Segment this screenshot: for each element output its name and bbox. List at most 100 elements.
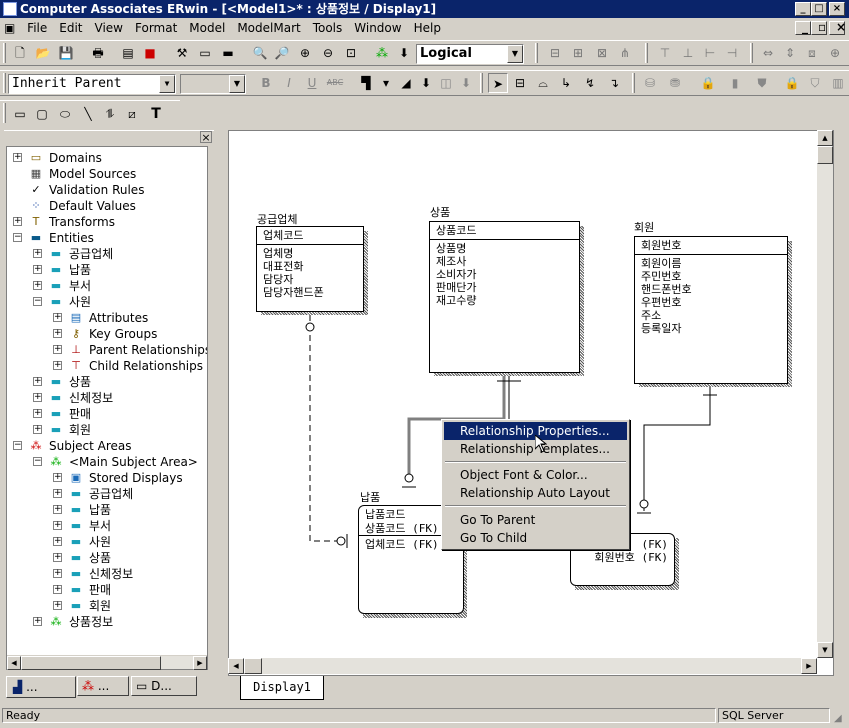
space-vert-icon[interactable]: ⇕ [784, 46, 796, 60]
font-size-select[interactable]: ▼ [180, 74, 246, 94]
scroll-right-icon[interactable]: ▶ [193, 656, 207, 670]
maximize-button[interactable]: □ [811, 2, 827, 16]
tab-model[interactable]: ▟ ... [6, 676, 76, 698]
expand-icon[interactable]: + [33, 424, 42, 434]
expand-icon[interactable]: + [33, 264, 42, 274]
tree-item[interactable]: +▬상품 [7, 374, 207, 390]
tab-subject-areas[interactable]: ⁂ ... [77, 676, 129, 696]
tree-icon[interactable]: ⊞ [572, 46, 584, 60]
align-bottom-icon[interactable]: ⊥ [682, 46, 694, 60]
menu-model[interactable]: Model [189, 21, 226, 35]
tree-item[interactable]: +⊥Parent Relationships [7, 342, 207, 358]
underline-icon[interactable]: U [307, 76, 317, 90]
rectangle-icon[interactable]: ▭ [14, 107, 26, 121]
close-button[interactable]: × [829, 2, 845, 16]
many-to-many-icon[interactable]: ↯ [584, 76, 596, 90]
view-mode-select[interactable]: Logical ▼ [416, 44, 524, 64]
menu-item-object-font-color[interactable]: Object Font & Color... [444, 466, 627, 484]
expand-icon[interactable]: + [53, 536, 62, 546]
canvas-vscrollbar[interactable]: ▲ ▼ [817, 130, 833, 658]
lock-icon[interactable]: 🔒 [784, 76, 800, 90]
identifying-rel-icon[interactable]: ↳ [560, 76, 572, 90]
tree-item[interactable]: +▬납품 [7, 262, 207, 278]
expand-icon[interactable]: + [53, 488, 62, 498]
tree-item[interactable]: +▬판매 [7, 406, 207, 422]
tree-item[interactable]: +▬신체정보 [7, 566, 207, 582]
open-icon[interactable]: 📂 [35, 46, 51, 60]
fill-color-icon[interactable]: ▾ [382, 76, 390, 90]
category-tool-icon[interactable]: ⌓ [538, 76, 548, 90]
tree-item[interactable]: −⁂<Main Subject Area> [7, 454, 207, 470]
expand-icon[interactable]: + [33, 248, 42, 258]
polyline-icon[interactable]: ⥮ [105, 107, 115, 121]
chevron-down-icon[interactable]: ▼ [159, 75, 175, 93]
menu-item-go-to-parent[interactable]: Go To Parent [444, 511, 627, 529]
diagram-canvas[interactable]: 공급업체 업체코드 업체명 대표전화 담당자 담당자핸드폰 상품 상품코드 상품… [228, 130, 834, 676]
tree-item[interactable]: +⊤Child Relationships [7, 358, 207, 374]
tree-item[interactable]: +▬신체정보 [7, 390, 207, 406]
zoom-all-icon[interactable]: ⊡ [345, 46, 357, 60]
line-color-icon[interactable]: ◢ [401, 76, 411, 90]
entity-display-icon[interactable]: ▭ [199, 46, 211, 60]
entity-tool-icon[interactable]: ⊟ [514, 76, 526, 90]
tree-item[interactable]: +▬공급업체 [7, 246, 207, 262]
hierarchy-icon[interactable]: ⋔ [619, 46, 631, 60]
center-icon[interactable]: ⊕ [829, 46, 841, 60]
expand-icon[interactable]: + [53, 360, 62, 370]
text-tool-icon[interactable]: T [151, 106, 161, 122]
entity-supplier[interactable]: 업체코드 업체명 대표전화 담당자 담당자핸드폰 [256, 226, 364, 312]
expand-icon[interactable]: + [33, 392, 42, 402]
fill-dropdown-icon[interactable]: ⬇ [460, 76, 472, 90]
expand-icon[interactable]: + [53, 584, 62, 594]
zoom-out-icon[interactable]: 🔍 [252, 46, 268, 60]
font-color-icon[interactable]: ▜ [361, 76, 371, 90]
menu-item-relationship-auto-layout[interactable]: Relationship Auto Layout [444, 484, 627, 502]
report-icon[interactable]: ▮ [731, 76, 739, 90]
attribute-display-icon[interactable]: ▬ [222, 46, 234, 60]
expand-icon[interactable]: + [53, 504, 62, 514]
tree-item[interactable]: +⁂상품정보 [7, 614, 207, 630]
bold-icon[interactable]: B [261, 76, 271, 90]
tree-item[interactable]: ⁘Default Values [7, 198, 207, 214]
save-icon[interactable]: 💾 [58, 46, 74, 60]
expand-icon[interactable]: + [53, 472, 62, 482]
minimize-button[interactable]: _ [795, 2, 811, 16]
lock-icon[interactable]: ⛁ [644, 76, 656, 90]
tree-item[interactable]: ✓Validation Rules [7, 182, 207, 198]
hscroll-thumb[interactable] [244, 658, 262, 674]
padlock-icon[interactable]: 🔒 [700, 76, 716, 90]
hammer-icon[interactable]: ⚒ [176, 46, 188, 60]
menu-item-relationship-properties[interactable]: Relationship Properties... [444, 422, 627, 440]
doc-restore-button[interactable]: ▫ [811, 21, 827, 35]
collapse-icon[interactable]: − [13, 232, 22, 242]
color-icon[interactable]: ■ [144, 46, 156, 60]
entity-member[interactable]: 회원번호 회원이름 주민번호 핸드폰번호 우편번호 주소 등록일자 [634, 236, 788, 384]
expand-icon[interactable]: + [33, 616, 42, 626]
layout-icon[interactable]: ⊠ [596, 46, 608, 60]
print-icon[interactable]: 🖶 [92, 46, 104, 60]
menu-edit[interactable]: Edit [59, 21, 83, 35]
tree-item[interactable]: +▬상품 [7, 550, 207, 566]
entity-product[interactable]: 상품코드 상품명 제조사 소비자가 판매단가 재고수량 [429, 221, 580, 373]
expand-icon[interactable]: + [53, 600, 62, 610]
zoom-window-icon[interactable]: ⊖ [322, 46, 334, 60]
tree-item[interactable]: +▬공급업체 [7, 486, 207, 502]
tree-item[interactable]: +▬회원 [7, 422, 207, 438]
book-icon[interactable]: ▥ [832, 76, 844, 90]
expand-icon[interactable]: + [53, 328, 62, 338]
strikethrough-icon[interactable]: ABC [326, 78, 344, 87]
expand-icon[interactable]: + [53, 568, 62, 578]
rounded-rect-icon[interactable]: ▢ [36, 107, 48, 121]
menu-format[interactable]: Format [135, 21, 178, 35]
tree-item[interactable]: ▦Model Sources [7, 166, 207, 182]
align-right-icon[interactable]: ⊣ [726, 46, 738, 60]
tree-item[interactable]: +▣Stored Displays [7, 470, 207, 486]
doc-icon[interactable]: ▣ [4, 21, 16, 35]
menu-view[interactable]: View [94, 21, 123, 35]
expand-icon[interactable]: + [53, 344, 62, 354]
menu-item-go-to-child[interactable]: Go To Child [444, 529, 627, 547]
expand-icon[interactable]: + [33, 280, 42, 290]
tree-item[interactable]: +▭Domains [7, 150, 207, 166]
fill-icon[interactable]: ◫ [440, 76, 452, 90]
